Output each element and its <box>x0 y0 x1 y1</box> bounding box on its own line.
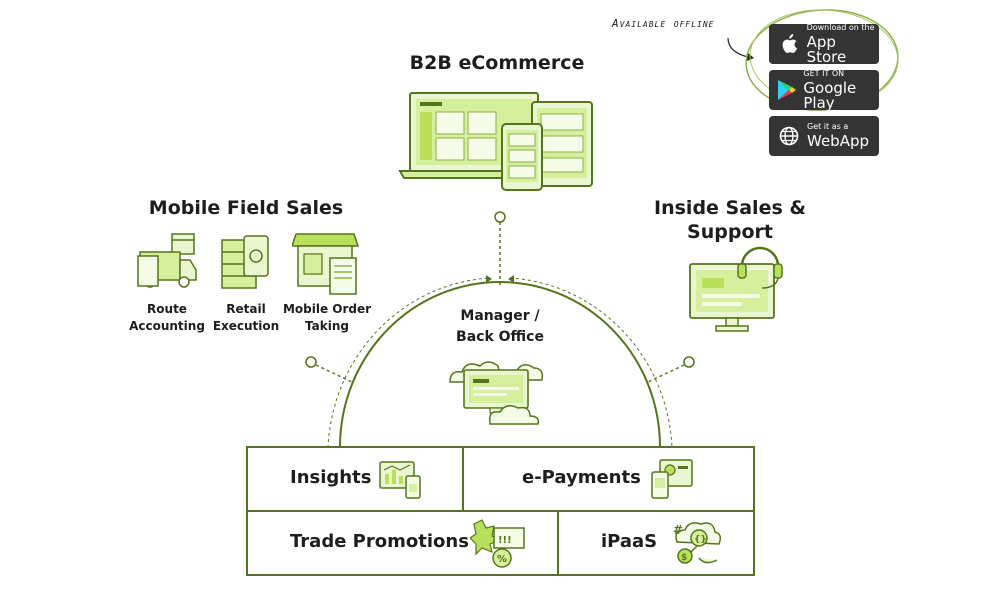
google-play-button[interactable]: GET IT ON Google Play <box>769 68 879 112</box>
app-store-main: App Store <box>806 32 847 66</box>
google-play-top: GET IT ON <box>803 68 845 78</box>
retail-shelf-icon <box>221 235 269 289</box>
manager-back-office-title: Manager / Back Office <box>430 306 570 348</box>
ecommerce-devices-icon <box>398 92 593 191</box>
mobile-field-sales-title: Mobile Field Sales <box>148 197 344 219</box>
truck-route-icon <box>137 233 197 288</box>
webapp-main: WebApp <box>807 132 870 150</box>
google-play-icon <box>777 78 797 102</box>
trade-promotions-module[interactable]: Trade Promotions !!! % <box>246 510 559 576</box>
store-order-icon <box>292 233 360 295</box>
back-office-cloud-monitor-icon <box>449 361 544 425</box>
svg-text:%: % <box>497 554 507 565</box>
epayments-module[interactable]: e-Payments <box>462 446 755 512</box>
svg-text:$: $ <box>681 553 687 563</box>
svg-text:!!!: !!! <box>498 535 512 546</box>
retail-execution-line2: Execution <box>212 319 280 333</box>
route-accounting-line1: Route <box>147 302 187 316</box>
inside-sales-line2: Support <box>687 221 773 243</box>
google-play-main: Google Play <box>803 78 857 112</box>
webapp-button[interactable]: Get it as a WebApp <box>769 116 879 156</box>
support-monitor-headset-icon <box>689 246 783 332</box>
mobile-order-taking-label: Mobile Order Taking <box>282 301 372 335</box>
integration-cloud-icon: {} # $ <box>673 522 722 564</box>
globe-icon <box>777 124 801 148</box>
offline-label: Available offline <box>612 17 715 30</box>
retail-execution-label: Retail Execution <box>208 301 284 335</box>
insights-module[interactable]: Insights <box>246 446 464 512</box>
app-store-top: Download on the <box>806 22 875 32</box>
manager-line1: Manager / <box>460 308 540 324</box>
ipaas-module[interactable]: iPaaS {} # $ <box>557 510 755 576</box>
route-accounting-label: Route Accounting <box>126 301 208 335</box>
inside-sales-title: Inside Sales & Support <box>648 196 812 244</box>
epayments-title: e-Payments <box>522 467 641 488</box>
trade-promotions-title: Trade Promotions <box>290 531 469 552</box>
mobile-order-taking-line2: Taking <box>305 319 349 333</box>
insights-dashboard-icon <box>379 461 421 499</box>
apple-icon <box>777 32 801 56</box>
ipaas-title: iPaaS <box>601 531 658 552</box>
manager-line2: Back Office <box>456 329 544 345</box>
webapp-top: Get it as a <box>807 122 849 131</box>
promotion-megaphone-icon: !!! % <box>470 519 525 568</box>
b2b-ecommerce-title: B2B eCommerce <box>409 52 585 74</box>
mobile-order-taking-line1: Mobile Order <box>282 302 372 316</box>
app-store-button[interactable]: Download on the App Store <box>769 22 879 66</box>
route-accounting-line2: Accounting <box>129 319 205 333</box>
payment-card-icon <box>651 459 693 499</box>
retail-execution-line1: Retail <box>226 302 266 316</box>
insights-title: Insights <box>290 467 372 488</box>
svg-text:#: # <box>673 523 683 537</box>
inside-sales-line1: Inside Sales & <box>654 197 806 219</box>
svg-text:{}: {} <box>694 535 707 545</box>
